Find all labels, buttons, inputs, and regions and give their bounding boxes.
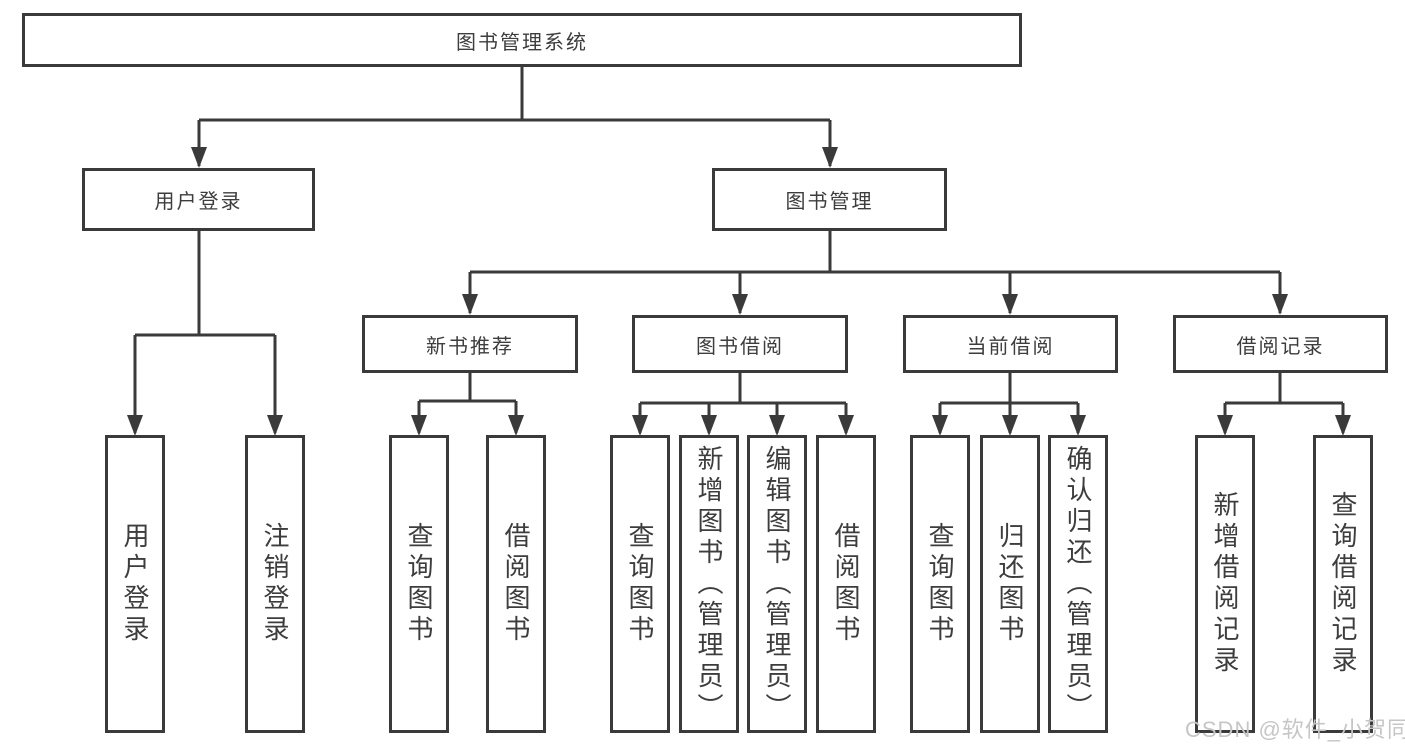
node-book-borrow: 图书借阅	[632, 315, 848, 373]
csdn-watermark: CSDN @软件_小贺同学	[1185, 717, 1405, 742]
leaf-newbook-borrow-books-label: 借阅图书	[501, 522, 531, 646]
leaf-records-add-record-label: 新增借阅记录	[1210, 491, 1240, 677]
leaf-current-confirm-return-admin: 确认归还（管理员）	[1048, 435, 1108, 733]
leaf-borrow-borrow-books-label: 借阅图书	[831, 522, 861, 646]
node-book-borrow-label: 图书借阅	[696, 335, 784, 358]
leaf-current-return-books: 归还图书	[980, 435, 1040, 733]
leaf-borrow-query-books-label: 查询图书	[625, 522, 655, 646]
node-root-label: 图书管理系统	[456, 31, 588, 54]
node-borrow-records-label: 借阅记录	[1236, 335, 1325, 358]
leaf-newbook-query-books-label: 查询图书	[404, 522, 434, 646]
leaf-current-confirm-return-admin-label: 确认归还（管理员）	[1063, 444, 1093, 724]
leaf-borrow-add-books-admin: 新增图书（管理员）	[679, 435, 739, 733]
leaf-current-query-books-label: 查询图书	[925, 522, 955, 646]
leaf-newbook-query-books: 查询图书	[389, 435, 449, 733]
node-new-book-recommend-label: 新书推荐	[426, 335, 514, 358]
node-current-borrow-label: 当前借阅	[966, 335, 1055, 358]
leaf-records-query-record-label: 查询借阅记录	[1328, 491, 1358, 677]
node-book-management: 图书管理	[712, 168, 947, 231]
leaf-user-login: 用户登录	[105, 435, 165, 733]
node-user-login: 用户登录	[82, 168, 315, 231]
leaf-borrow-edit-books-admin-label: 编辑图书（管理员）	[762, 444, 792, 724]
node-book-management-label: 图书管理	[785, 191, 874, 213]
leaf-records-query-record: 查询借阅记录	[1313, 435, 1373, 733]
leaf-borrow-borrow-books: 借阅图书	[816, 435, 876, 733]
node-borrow-records: 借阅记录	[1173, 315, 1388, 373]
leaf-current-query-books: 查询图书	[910, 435, 970, 733]
node-current-borrow: 当前借阅	[903, 315, 1118, 373]
node-root: 图书管理系统	[22, 13, 1022, 67]
leaf-borrow-add-books-admin-label: 新增图书（管理员）	[694, 444, 724, 724]
leaf-logout: 注销登录	[245, 435, 305, 733]
node-user-login-label: 用户登录	[154, 191, 243, 213]
leaf-user-login-label: 用户登录	[120, 522, 150, 646]
node-new-book-recommend: 新书推荐	[362, 315, 578, 373]
leaf-logout-label: 注销登录	[260, 522, 290, 646]
leaf-records-add-record: 新增借阅记录	[1195, 435, 1255, 733]
leaf-borrow-edit-books-admin: 编辑图书（管理员）	[747, 435, 807, 733]
leaf-borrow-query-books: 查询图书	[610, 435, 670, 733]
leaf-current-return-books-label: 归还图书	[995, 522, 1025, 646]
leaf-newbook-borrow-books: 借阅图书	[486, 435, 546, 733]
